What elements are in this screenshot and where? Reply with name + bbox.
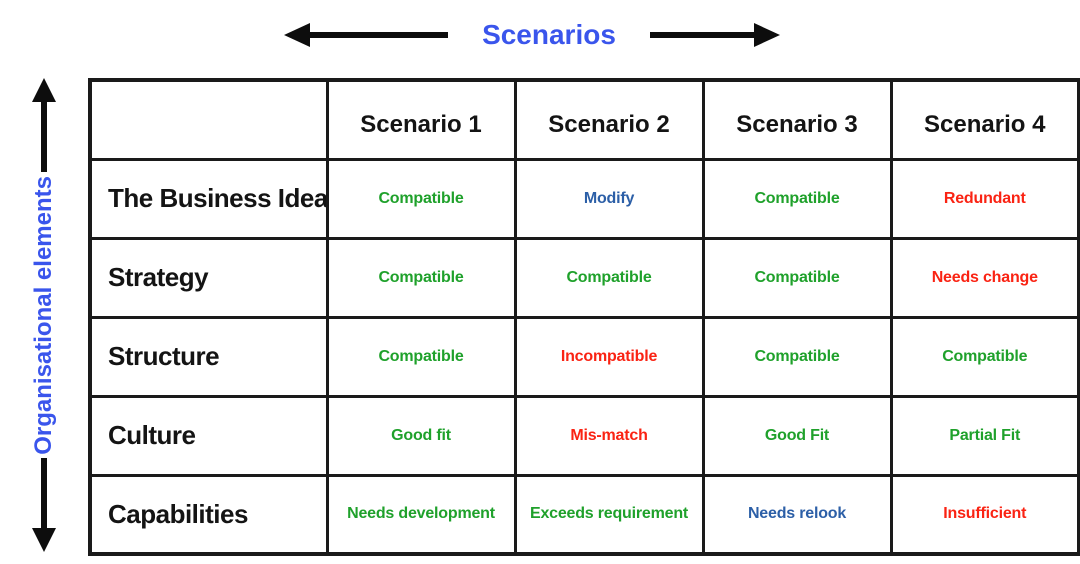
matrix-cell: Good Fit [701,394,893,477]
matrix-cell: Compatible [513,236,705,319]
matrix-cell: Compatible [701,157,893,240]
table-row: Capabilities Needs development Exceeds r… [88,473,1080,556]
table-row: Culture Good fit Mis-match Good Fit Part… [88,394,1080,477]
row-header-strategy: Strategy [88,236,329,319]
organisational-elements-axis: Organisational elements [4,78,84,553]
matrix-cell: Good fit [325,394,517,477]
scenario-matrix: Scenario 1 Scenario 2 Scenario 3 Scenari… [88,78,1080,556]
header-row: Scenario 1 Scenario 2 Scenario 3 Scenari… [88,78,1080,161]
matrix-cell: Compatible [325,157,517,240]
scenarios-axis: Scenarios [36,8,1028,62]
corner-cell [88,78,329,161]
row-header-capabilities: Capabilities [88,473,329,556]
matrix-cell: Partial Fit [889,394,1080,477]
matrix-cell: Compatible [325,236,517,319]
matrix-cell: Exceeds requirement [513,473,705,556]
row-header-structure: Structure [88,315,329,398]
arrow-down-icon [32,528,56,553]
matrix-cell: Compatible [701,236,893,319]
matrix-cell: Modify [513,157,705,240]
arrow-right-icon [649,23,780,47]
column-header-scenario-2: Scenario 2 [513,78,705,161]
column-header-scenario-1: Scenario 1 [325,78,517,161]
matrix-cell: Needs relook [701,473,893,556]
matrix-cell: Redundant [889,157,1080,240]
column-header-scenario-3: Scenario 3 [701,78,893,161]
organisational-elements-axis-label: Organisational elements [30,175,57,455]
matrix-cell: Needs change [889,236,1080,319]
matrix-cell: Compatible [889,315,1080,398]
table-row: The Business Idea Compatible Modify Comp… [88,157,1080,240]
column-header-scenario-4: Scenario 4 [889,78,1080,161]
row-header-culture: Culture [88,394,329,477]
arrow-left-icon [284,23,449,47]
matrix-cell: Mis-match [513,394,705,477]
matrix-cell: Compatible [325,315,517,398]
matrix-cell: Compatible [701,315,893,398]
table-row: Structure Compatible Incompatible Compat… [88,315,1080,398]
matrix-cell: Insufficient [889,473,1080,556]
matrix-cell: Needs development [325,473,517,556]
row-header-business-idea: The Business Idea [88,157,329,240]
table-row: Strategy Compatible Compatible Compatibl… [88,236,1080,319]
arrow-up-icon [32,78,56,102]
scenarios-axis-label: Scenarios [482,19,616,50]
matrix-cell: Incompatible [513,315,705,398]
